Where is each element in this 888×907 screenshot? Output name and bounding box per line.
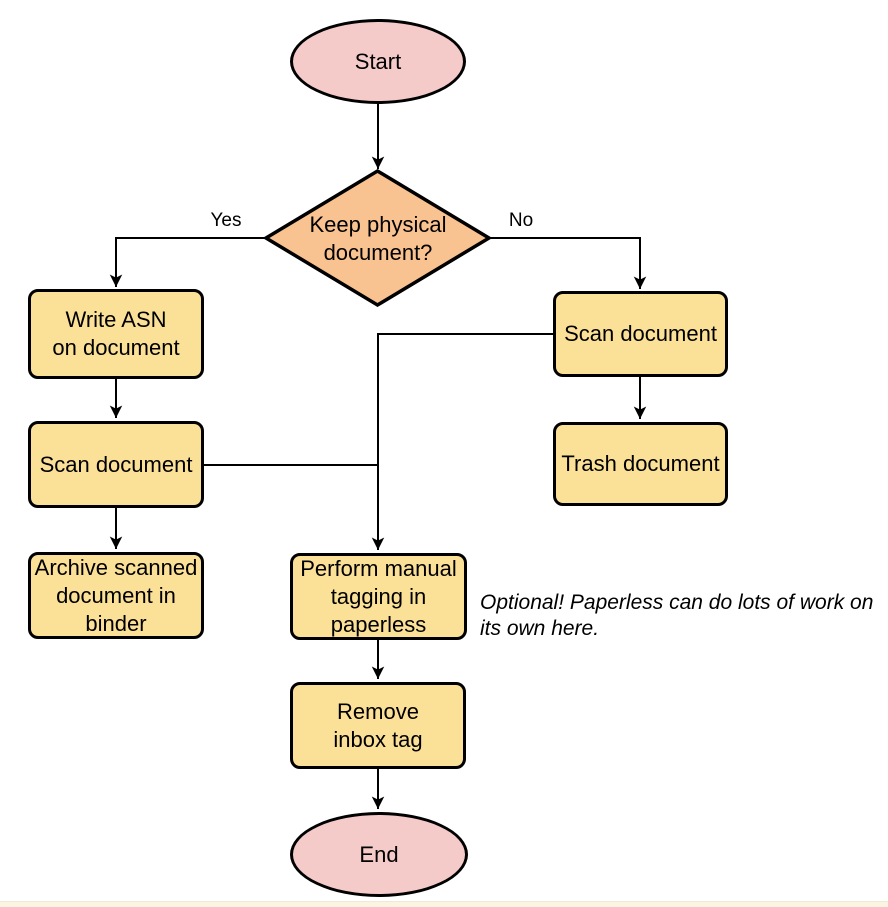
manual-tagging-node: Perform manual tagging in paperless [290, 553, 467, 640]
scan-document-left-label: Scan document [39, 451, 193, 477]
write-asn-node-label: Write ASN on document [52, 307, 180, 360]
remove-inbox-tag-node: Remove inbox tag [290, 682, 466, 769]
decision-diamond [262, 168, 493, 308]
manual-tagging-label: Perform manual tagging in paperless [300, 555, 457, 637]
optional-annotation: Optional! Paperless can do lots of work … [480, 591, 874, 640]
edge-scan-right-to-tagging [371, 333, 553, 550]
page-bottom-strip [0, 901, 888, 907]
start-node: Start [290, 19, 466, 104]
start-node-label: Start [354, 48, 402, 74]
archive-node-label: Archive scanned document in binder [34, 554, 198, 636]
scan-document-right-label: Scan document [564, 321, 717, 346]
edge-label-no: No [508, 210, 534, 231]
decision-node-label: Keep physical document? [288, 209, 468, 269]
edge-decision-yes-to-write-asn [109, 237, 266, 287]
decision-label-text: Keep physical document? [309, 212, 447, 265]
trash-document-label: Trash document [561, 451, 720, 476]
scan-document-left-node: Scan document [28, 421, 204, 508]
end-node: End [290, 812, 468, 897]
archive-node: Archive scanned document in binder [28, 552, 204, 639]
edge-label-yes: Yes [210, 210, 242, 231]
remove-inbox-tag-label: Remove inbox tag [333, 698, 423, 752]
edge-decision-no-to-scan-right [489, 237, 647, 289]
trash-document-node: Trash document [553, 422, 728, 506]
end-node-label: End [359, 841, 399, 867]
write-asn-node: Write ASN on document [28, 289, 204, 379]
scan-document-right-node: Scan document [553, 291, 728, 377]
